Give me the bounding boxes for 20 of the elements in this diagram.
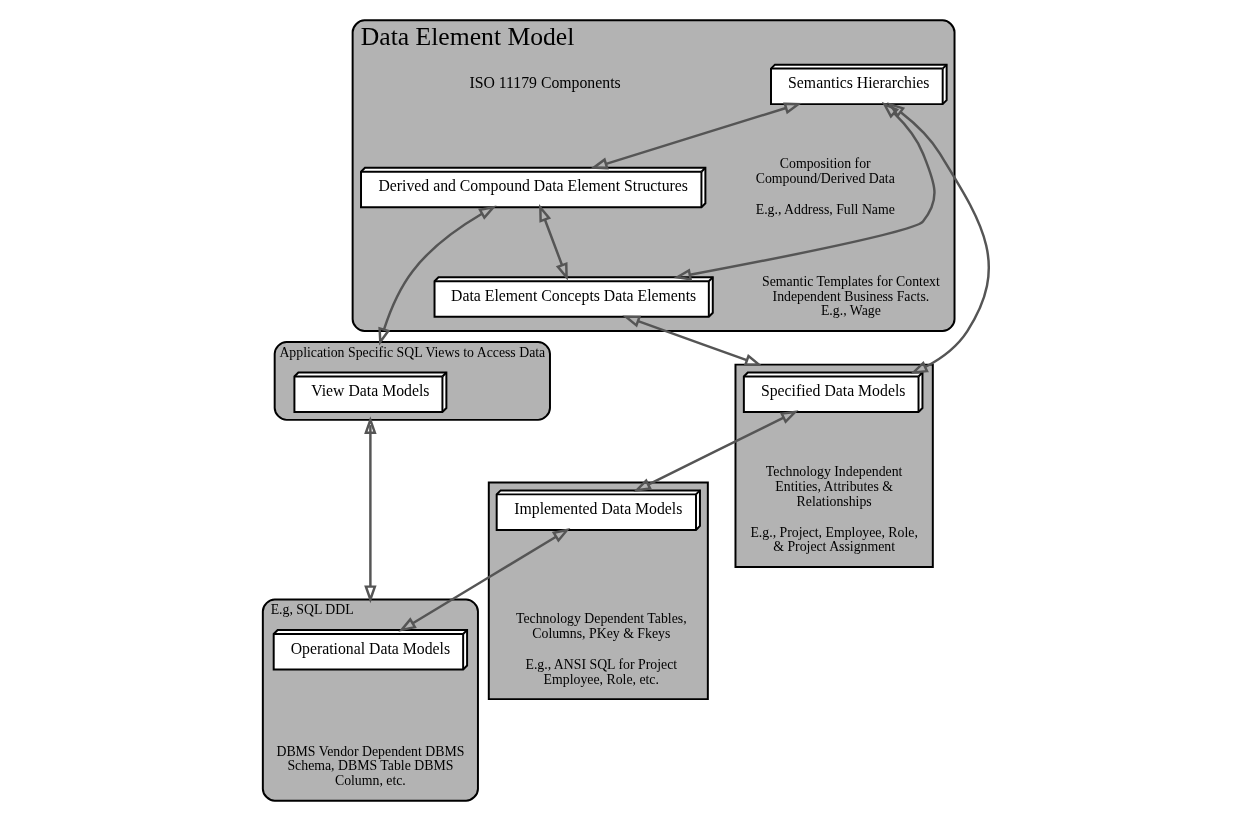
arrow <box>364 416 377 604</box>
node-label: DBMS Vendor Dependent DBMS Schema, DBMS Table DBMS Column, etc. <box>276 743 465 789</box>
cluster <box>487 481 709 701</box>
node-label: Technology Independent Entities, Attributes & Relationships <box>765 464 903 509</box>
arrow <box>590 102 802 170</box>
node-label: Composition for Compound/Derived Data <box>755 156 895 187</box>
node-label: Semantic Templates for Context Independent Business Facts. E.g., Wage <box>762 273 940 319</box>
arrow <box>633 410 799 492</box>
arrow <box>887 102 990 375</box>
node-label: E.g., ANSI SQL for Project Employee, Role, etc. <box>525 656 678 687</box>
arrow <box>673 101 936 281</box>
arrow <box>378 205 497 346</box>
node-label: Technology Dependent Tables, Columns, PKey & Fkeys <box>515 611 687 642</box>
arrow <box>622 315 763 366</box>
cluster <box>734 363 934 568</box>
node-label: E.g., Project, Employee, Role, & Project Assignment <box>750 524 918 555</box>
arrow <box>398 528 571 632</box>
label: ISO 11179 Components <box>469 74 621 92</box>
node-label: E.g., Address, Full Name <box>755 201 895 217</box>
arrow <box>539 203 568 281</box>
